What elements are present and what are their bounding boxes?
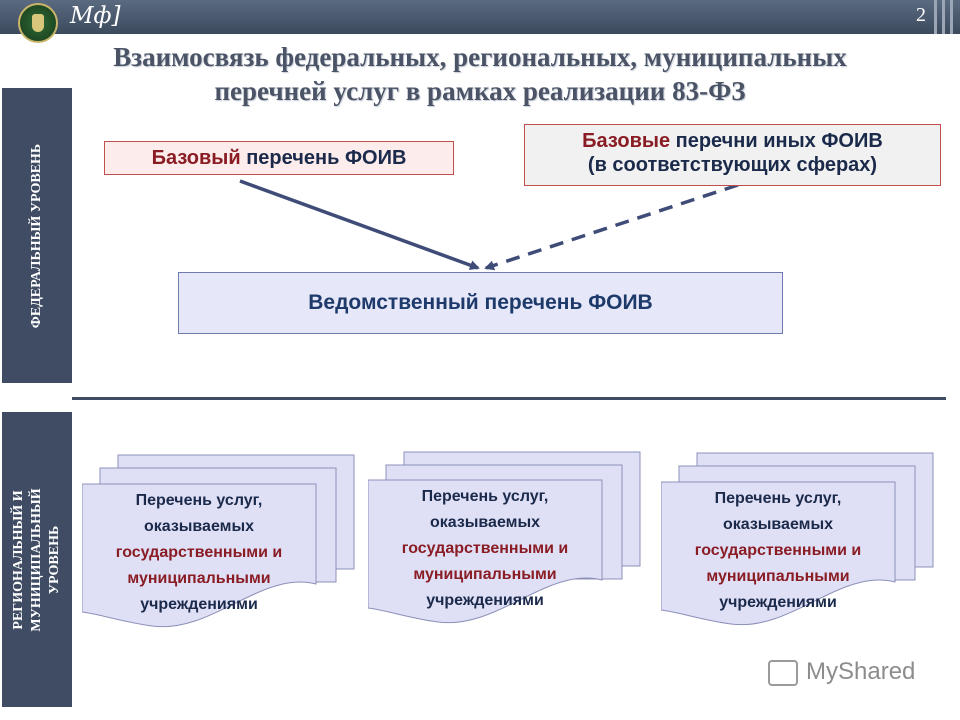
document-text: Перечень услуг, оказываемых государствен…: [368, 484, 602, 614]
slide-number: 2: [916, 4, 926, 26]
doc-line-5: учреждениями: [140, 596, 258, 613]
emblem-logo: [18, 3, 58, 43]
doc-line-2: оказываемых: [143, 518, 255, 535]
doc-line-5: учреждениями: [426, 592, 544, 609]
doc-line-1: Перечень услуг,: [714, 490, 842, 507]
service-list-document-3: Перечень услуг, оказываемых государствен…: [661, 452, 934, 626]
doc-line-1: Перечень услуг,: [421, 488, 549, 505]
departmental-list-box: Ведомственный перечень ФОИВ: [178, 272, 783, 334]
title-line-2: перечней услуг в рамках реализации 83-ФЗ: [214, 76, 746, 106]
top-bar: [0, 0, 960, 34]
other-foiv-box: Базовые перечни иных ФОИВ (в соответству…: [524, 124, 941, 186]
level-divider: [72, 397, 946, 400]
doc-line-3: государственными и: [115, 544, 283, 561]
doc-line-4: муниципальными: [706, 568, 850, 585]
basic-accent-word: Базовый: [151, 147, 241, 169]
doc-line-4: муниципальными: [127, 570, 271, 587]
doc-line-2: оказываемых: [429, 514, 541, 531]
basic-list-box: Базовый перечень ФОИВ: [104, 141, 454, 175]
watermark-text: MyShared: [806, 658, 916, 685]
document-text: Перечень услуг, оказываемых государствен…: [661, 486, 895, 616]
document-stack-icon: [82, 454, 355, 628]
regional-level-bar: РЕГИОНАЛЬНЫЙ И МУНИЦИПАЛЬНЫЙ УРОВЕНЬ: [2, 412, 72, 707]
presentation-icon: [768, 660, 798, 686]
brand-logo-text: Мф]: [70, 3, 121, 29]
header-stripe: [934, 0, 937, 34]
other-rest-text: перечни иных ФОИВ: [670, 130, 883, 152]
dashed-arrow: [484, 183, 739, 271]
doc-line-3: государственными и: [401, 540, 569, 557]
basic-rest-text: перечень ФОИВ: [240, 147, 407, 169]
doc-line-5: учреждениями: [719, 594, 837, 611]
other-accent-word: Базовые: [582, 130, 671, 152]
doc-line-1: Перечень услуг,: [135, 492, 263, 509]
doc-line-4: муниципальными: [413, 566, 557, 583]
other-box-line-2: (в соответствующих сферах): [587, 154, 878, 176]
document-stack-icon: [661, 452, 934, 626]
title-line-1: Взаимосвязь федеральных, региональных, м…: [113, 42, 847, 72]
doc-line-2: оказываемых: [722, 516, 834, 533]
slide-title: Взаимосвязь федеральных, региональных, м…: [40, 40, 920, 108]
header-stripe: [942, 0, 945, 34]
federal-level-bar: ФЕДЕРАЛЬНЫЙ УРОВЕНЬ: [2, 88, 72, 383]
other-box-line-1: Базовые перечни иных ФОИВ: [525, 129, 940, 153]
header-stripe: [950, 0, 953, 34]
document-stack-icon: [368, 451, 641, 624]
service-list-document-1: Перечень услуг, оказываемых государствен…: [82, 452, 355, 628]
document-text: Перечень услуг, оказываемых государствен…: [82, 488, 316, 618]
doc-line-3: государственными и: [694, 542, 862, 559]
service-list-document-2: Перечень услуг, оказываемых государствен…: [368, 450, 641, 624]
solid-arrow: [239, 179, 480, 270]
